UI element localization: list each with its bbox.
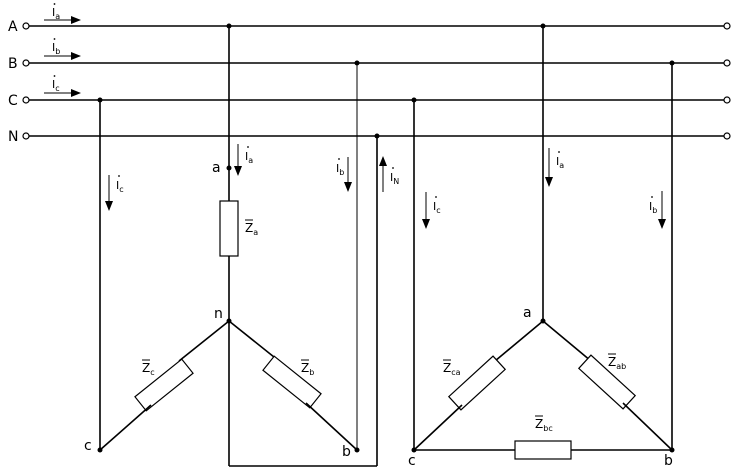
label-Zbc: Zbc [535, 417, 553, 433]
current-label-Ib: Ib [52, 41, 60, 56]
line-C-terminal-left [22, 96, 30, 104]
delta-node-b-label: b [664, 453, 673, 469]
phasor-dot [392, 167, 394, 169]
phasor-dot [118, 175, 120, 177]
line-A-terminal-right [723, 22, 731, 30]
current-label-Ia: Ia [52, 6, 60, 21]
line-label-A: A [8, 19, 18, 35]
current-label-Ib-star: Ib [336, 162, 344, 177]
line-B-terminal-right [723, 59, 731, 67]
star-node-c-label: c [84, 438, 92, 454]
phasor-dot [651, 196, 653, 198]
line-A-terminal-left [22, 22, 30, 30]
current-label-Ic-star: Ic [116, 179, 124, 194]
delta-node-c-label: c [408, 453, 416, 469]
node-a-star [226, 165, 232, 171]
wire-a-to-Zab [542, 320, 592, 362]
line-B-terminal-left [22, 59, 30, 67]
delta-load: a Ia b Ib c Ic Zab Zca [408, 23, 675, 469]
impedance-Zab [577, 354, 637, 410]
line-label-N: N [8, 129, 18, 145]
phasor-dot [53, 3, 56, 5]
phasor-dot [435, 196, 437, 198]
phasor-dot [53, 75, 56, 77]
line-label-B: B [8, 56, 18, 72]
current-label-Ia-delta: Ia [556, 155, 564, 170]
label-Zc: Zc [142, 361, 155, 377]
impedance-Zb [262, 355, 322, 409]
wire-Zb-to-b [305, 402, 358, 451]
wire-n-to-Zc [178, 320, 230, 362]
current-label-Ic: Ic [52, 78, 60, 93]
line-N-terminal-right [723, 132, 731, 140]
star-node-a-label: a [212, 160, 221, 176]
phasor-dot [558, 151, 560, 153]
star-node-n-label: n [214, 306, 223, 322]
label-Zab: Zab [608, 355, 626, 371]
junction-N [374, 133, 380, 139]
current-label-IN: IN [390, 171, 399, 186]
label-Za: Za [245, 221, 258, 237]
wire-Zca-to-c [413, 404, 463, 451]
label-Zb: Zb [301, 361, 314, 377]
wire-Zab-to-b [622, 402, 673, 451]
node-b-star [354, 447, 360, 453]
wire-a-to-Zca [494, 320, 544, 362]
impedance-Zc [134, 358, 194, 412]
line-N-terminal-left [22, 132, 30, 140]
wire-Zc-to-c [99, 404, 152, 451]
impedance-Za [219, 200, 239, 257]
current-label-Ia-star: Ia [245, 150, 253, 165]
star-node-b-label: b [342, 444, 351, 460]
current-label-Ib-delta: Ib [649, 200, 657, 215]
current-label-Ic-delta: Ic [433, 200, 441, 215]
line-C-terminal-right [723, 96, 731, 104]
impedance-Zca [447, 355, 507, 411]
star-load: a Za Ia n Zb Zc c Ic b [84, 23, 399, 467]
phasor-dot [338, 158, 340, 160]
impedance-Zbc [514, 440, 572, 460]
label-Zca: Zca [443, 361, 461, 377]
node-c-star [97, 447, 103, 453]
delta-node-a-label: a [523, 305, 532, 321]
wire-n-to-Zb [228, 320, 280, 362]
line-label-C: C [8, 93, 18, 109]
phasor-dot [53, 38, 56, 40]
line-current-arrows: Ia Ib Ic [44, 3, 81, 97]
supply-lines: A B C N [8, 19, 731, 145]
phasor-dot [247, 146, 249, 148]
